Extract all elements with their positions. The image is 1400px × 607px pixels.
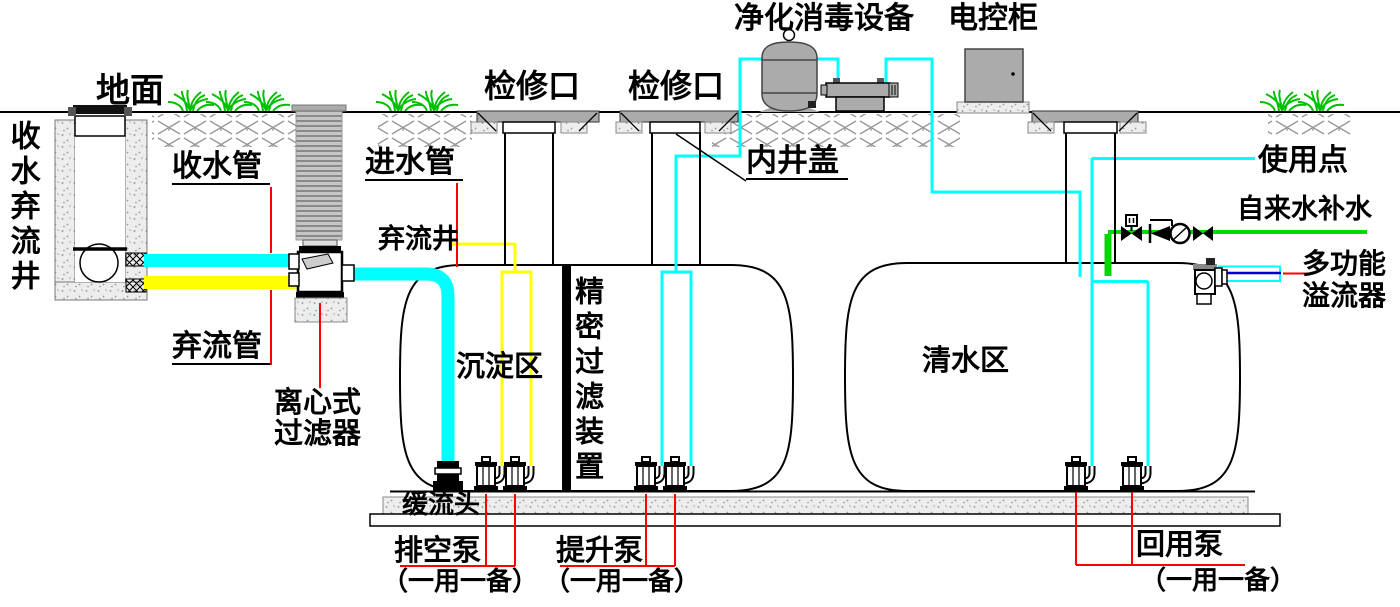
label-purification-equipment: 净化消毒设备 [734, 1, 914, 36]
pipes [144, 57, 1367, 466]
rain-downpipe [291, 104, 347, 241]
label-inspection-port-1: 检修口 [484, 67, 581, 105]
uv-sterilizer [820, 78, 899, 112]
inner-cover-leader [675, 133, 747, 182]
well-cover-icon [73, 105, 127, 114]
label-centrifugal-filter-1: 离心式 [274, 385, 362, 419]
manhole-1 [470, 110, 600, 265]
control-cabinet [956, 48, 1030, 114]
precision-filter-bar [562, 265, 571, 491]
door-handle-icon [1011, 72, 1015, 76]
label-centrifugal-filter-2: 过滤器 [274, 416, 362, 450]
label-inlet-pipe: 进水管 [365, 147, 463, 181]
label-calm-inlet: 缓流头 [402, 490, 481, 520]
label-lift-pump: 提升泵 [556, 533, 644, 567]
label-lift-pump-note: （一用一备） [544, 567, 701, 597]
overflow-device [1193, 258, 1281, 305]
label-ground: 地面 [96, 71, 164, 111]
tap-water-valves [1121, 214, 1213, 245]
gauge-icon [1169, 222, 1191, 245]
label-diversion-pipe: 弃流管 [172, 331, 270, 365]
label-drain-pump-note: （一用一备） [382, 567, 539, 597]
foundation-slab [369, 490, 1281, 527]
diversion-pipe-run [144, 276, 302, 289]
collection-pipe-run [144, 254, 302, 267]
manhole-2 [615, 110, 739, 265]
label-use-point: 使用点 [1258, 143, 1348, 178]
label-sedimentation-zone: 沉淀区 [456, 349, 544, 383]
check-valve-icon [1148, 219, 1173, 243]
ground-hatch [152, 114, 1352, 147]
label-drain-pump: 排空泵 [394, 533, 482, 567]
label-overflow-1: 多功能 [1302, 247, 1387, 280]
vent-icon [782, 28, 796, 42]
label-diversion-well: 弃流井 [378, 224, 459, 255]
inner-well-cover-plate [649, 121, 701, 134]
label-inner-well-cover: 内井盖 [746, 145, 848, 180]
label-clean-water-zone: 清水区 [922, 343, 1010, 377]
label-overflow-2: 溢流器 [1302, 279, 1387, 312]
label-collection-well: 收水弃流井 [4, 120, 40, 295]
centrifugal-filter [288, 239, 355, 323]
label-collection-pipe: 收水管 [172, 151, 270, 185]
inlet-pipe-run [348, 267, 455, 462]
label-inspection-port-2: 检修口 [628, 67, 725, 105]
leader-lines [270, 133, 1310, 567]
label-reuse-pump: 回用泵 [1136, 527, 1224, 561]
gate-valve-icon [1193, 226, 1213, 241]
sand-filter [759, 28, 820, 112]
clean-water-tank [843, 262, 1242, 492]
manhole-3 [1027, 110, 1147, 264]
label-tap-water-makeup: 自来水补水 [1237, 194, 1372, 225]
calm-inlet-head [433, 461, 463, 492]
label-precision-filter: 精密过滤装置 [570, 276, 605, 486]
label-control-cabinet: 电控柜 [948, 1, 1038, 36]
label-reuse-pump-note: （一用一备） [1140, 566, 1297, 596]
collection-well [54, 105, 148, 301]
solenoid-valve-icon [1121, 214, 1142, 241]
